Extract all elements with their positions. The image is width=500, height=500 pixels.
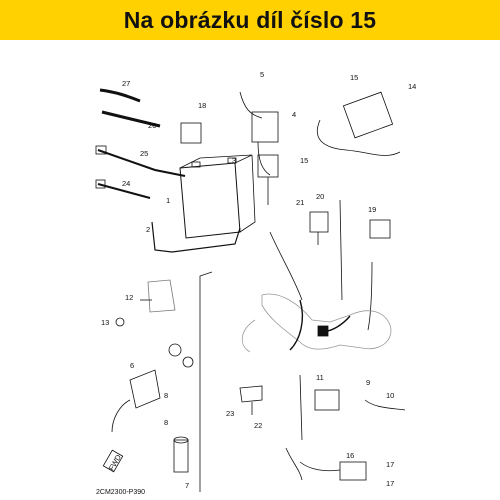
callout-26: 26 [148,121,156,130]
part-20-sensor [309,211,329,233]
part-10-wire [364,399,406,411]
part-27-strap [99,88,141,103]
bracket-left [199,271,213,492]
part-25-head [95,145,107,155]
callout-20: 20 [316,192,324,201]
part-24-head [95,179,106,189]
part-14-regulator [342,91,394,139]
callout-23: 23 [226,409,234,418]
part-11-unit [314,389,340,411]
callout-4: 4 [292,110,296,119]
callout-2: 2 [146,225,150,234]
callout-12: 12 [125,293,133,302]
part-24-clamp [97,183,151,199]
bracket-mid [339,199,343,301]
header-banner: Na obrázku díl číslo 15 [0,0,500,40]
callout-11: 11 [316,373,324,382]
part-2-band [151,221,241,253]
callout-19: 19 [368,205,376,214]
part-25-clamp [97,149,186,177]
callout-27: 27 [122,79,130,88]
callout-18: 18 [198,101,206,110]
callout-8b: 8 [164,418,168,427]
part-12-bracket [147,279,176,313]
banner-title: Na obrázku díl číslo 15 [123,6,377,33]
callout-14: 14 [408,82,416,91]
callout-22: 22 [254,421,262,430]
part-4-relay [251,111,279,143]
callout-labels: 27 26 25 24 18 5 4 3 1 2 15 14 15 21 20 … [101,70,416,490]
callout-8a: 8 [164,391,168,400]
part-19-part [369,219,391,239]
bracket-upper [269,231,303,301]
callout-21: 21 [296,198,304,207]
callout-10: 10 [386,391,394,400]
callout-16: 16 [346,451,354,460]
callout-6: 6 [130,361,134,370]
part-26-band [101,110,161,128]
part-22-bracket [239,385,263,403]
callout-24: 24 [122,179,130,188]
callout-17b: 17 [386,479,394,488]
frame-outline [261,293,392,350]
callout-15b: 15 [300,156,308,165]
callout-9: 9 [366,378,370,387]
part-7-sensor [173,439,189,473]
part-18-relay [180,122,202,144]
part-1-battery [179,162,241,239]
fwd-arrow [102,449,124,473]
callout-25: 25 [140,149,148,158]
callout-1: 1 [166,196,170,205]
part-16-relay [339,461,367,481]
part-13-bolt [115,317,125,327]
callout-17a: 17 [386,460,394,469]
callout-5: 5 [260,70,264,79]
callout-3: 3 [232,156,236,165]
part-6-switch [129,369,161,409]
callout-13: 13 [101,318,109,327]
diagram-code: 2CM2300-P390 [96,489,146,496]
callout-7: 7 [185,481,189,490]
bracket-right [367,261,373,331]
callout-15a: 15 [350,73,358,82]
wire-harness [289,299,351,351]
